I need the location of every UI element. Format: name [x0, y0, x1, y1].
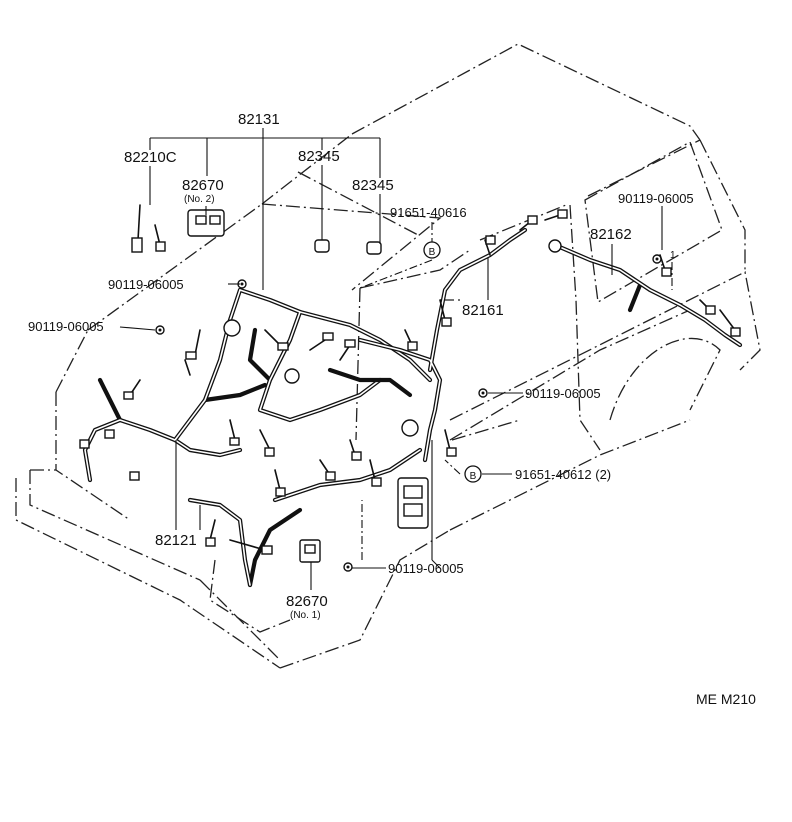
vehicle-body-outline	[15, 43, 761, 669]
label-82670-no2: 82670	[182, 177, 224, 194]
grommet	[223, 239, 562, 437]
label-91651-40616: 91651-40616	[390, 205, 467, 220]
label-82131: 82131	[238, 111, 280, 128]
components	[187, 209, 562, 563]
junction-block	[397, 477, 429, 529]
label-82210c: 82210C	[124, 149, 177, 166]
label-90119-c: 90119-06005	[618, 191, 694, 206]
label-82670-no1: 82670	[286, 593, 328, 610]
relay-82670-no1	[299, 539, 321, 563]
label-90119-b: 90119-06005	[28, 319, 104, 334]
marker-b-2: B	[464, 465, 482, 483]
marker-one: 1	[670, 250, 676, 261]
marker-b-2-text: B	[470, 471, 477, 482]
label-82345-b: 82345	[352, 177, 394, 194]
label-90119-d: 90119-06005	[525, 386, 601, 401]
floor-harness	[187, 447, 423, 588]
bolts	[155, 254, 662, 572]
label-82162: 82162	[590, 226, 632, 243]
small-connectors	[79, 209, 741, 555]
leader-lines	[119, 128, 673, 590]
label-82161: 82161	[462, 302, 504, 319]
marker-b-1: B	[423, 241, 441, 259]
bolt-icon	[155, 325, 165, 335]
rear-harness	[552, 242, 743, 348]
bolt-icon	[343, 562, 353, 572]
label-90119-a: 90119-06005	[108, 277, 184, 292]
diagram-code: ME M210	[696, 691, 756, 707]
bolt-icon	[237, 279, 247, 289]
bolt-icon	[478, 388, 488, 398]
label-82345-a: 82345	[298, 148, 340, 165]
instrument-panel-harness	[327, 227, 528, 463]
label-90119-e: 90119-06005	[388, 561, 464, 576]
relay-82670-no2	[187, 209, 225, 237]
marker-b-1-text: B	[429, 247, 436, 258]
label-82670-no1-sub: (No. 1)	[290, 610, 321, 621]
clip-82345-b	[366, 241, 382, 255]
label-82121: 82121	[155, 532, 197, 549]
part-labels: 82131 82210C 82670 (No. 2) 82345 82345 9…	[28, 111, 694, 621]
bolt-icon	[652, 254, 662, 264]
label-91651-40612: 91651-40612 (2)	[515, 467, 611, 482]
label-82670-no2-sub: (No. 2)	[184, 194, 215, 205]
clip-82345-a	[314, 239, 330, 253]
